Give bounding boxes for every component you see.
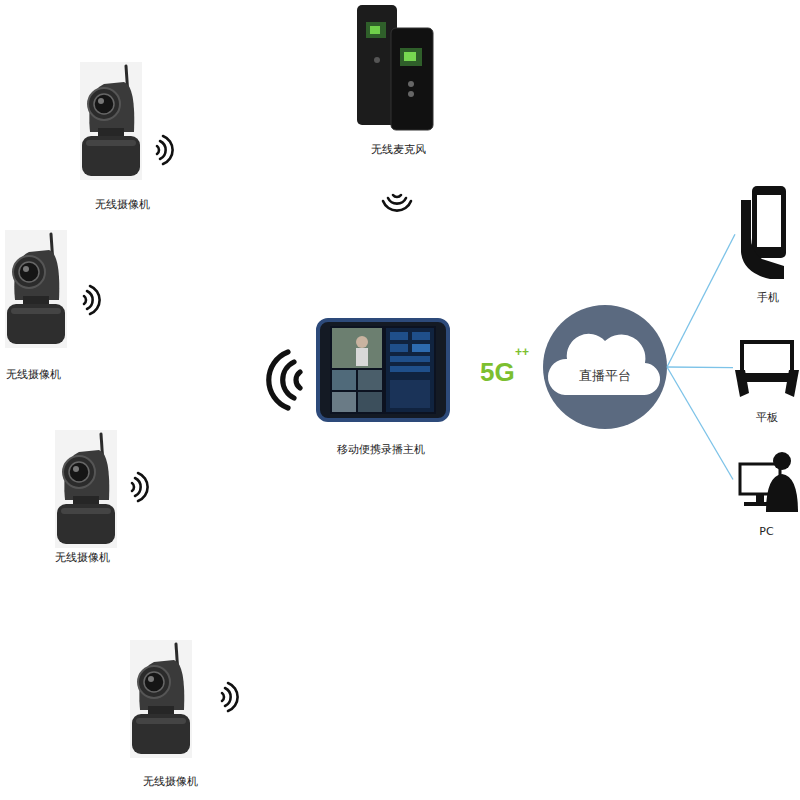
network-label: 5G xyxy=(480,357,515,388)
host-device-image xyxy=(318,320,448,420)
camera-node: 无线摄像机 xyxy=(40,428,124,565)
wireless-signal xyxy=(84,286,100,314)
cloud-outline xyxy=(543,305,667,429)
tablet-icon xyxy=(735,342,799,397)
wireless-signal xyxy=(157,136,173,164)
platform-label: 直播平台 xyxy=(543,369,667,383)
connector-line xyxy=(667,234,735,367)
microphone-node: 无线麦克风 xyxy=(348,2,448,157)
phone-icon xyxy=(741,186,786,279)
camera-image xyxy=(80,62,142,180)
pc-icon xyxy=(740,452,798,512)
tablet-node: 平板 xyxy=(733,338,800,425)
connector-line xyxy=(667,366,733,368)
device-label: 移动便携录播主机 xyxy=(306,443,456,457)
camera-node: 无线摄像机 xyxy=(0,228,66,382)
cloud-platform: 直播平台 xyxy=(543,305,667,429)
camera-node: 无线摄像机 xyxy=(120,638,220,789)
device-label: 无线摄像机 xyxy=(40,551,124,565)
device-label: 无线摄像机 xyxy=(120,775,220,789)
device-label: 平板 xyxy=(733,411,800,425)
microphone-image xyxy=(357,5,433,130)
camera-image xyxy=(130,640,192,758)
connector-line xyxy=(667,367,733,479)
camera-image xyxy=(55,430,117,548)
wireless-signal xyxy=(383,195,411,211)
camera-image xyxy=(5,230,67,348)
cloud-shape xyxy=(548,334,660,395)
phone-node: 手机 xyxy=(735,183,800,305)
device-label: 无线摄像机 xyxy=(72,198,172,212)
wireless-signal xyxy=(132,473,148,501)
camera-node: 无线摄像机 xyxy=(72,60,172,212)
network-label: ++ xyxy=(515,345,529,359)
device-label: 无线摄像机 xyxy=(0,368,66,382)
host-node: 移动便携录播主机 xyxy=(306,316,456,457)
device-label: PC xyxy=(733,525,800,539)
pc-node: PC xyxy=(733,446,800,539)
device-label: 手机 xyxy=(735,291,800,305)
device-label: 无线麦克风 xyxy=(348,143,448,157)
platform-circle xyxy=(543,305,667,429)
wireless-signal xyxy=(222,683,238,711)
wireless-signal xyxy=(269,352,300,408)
